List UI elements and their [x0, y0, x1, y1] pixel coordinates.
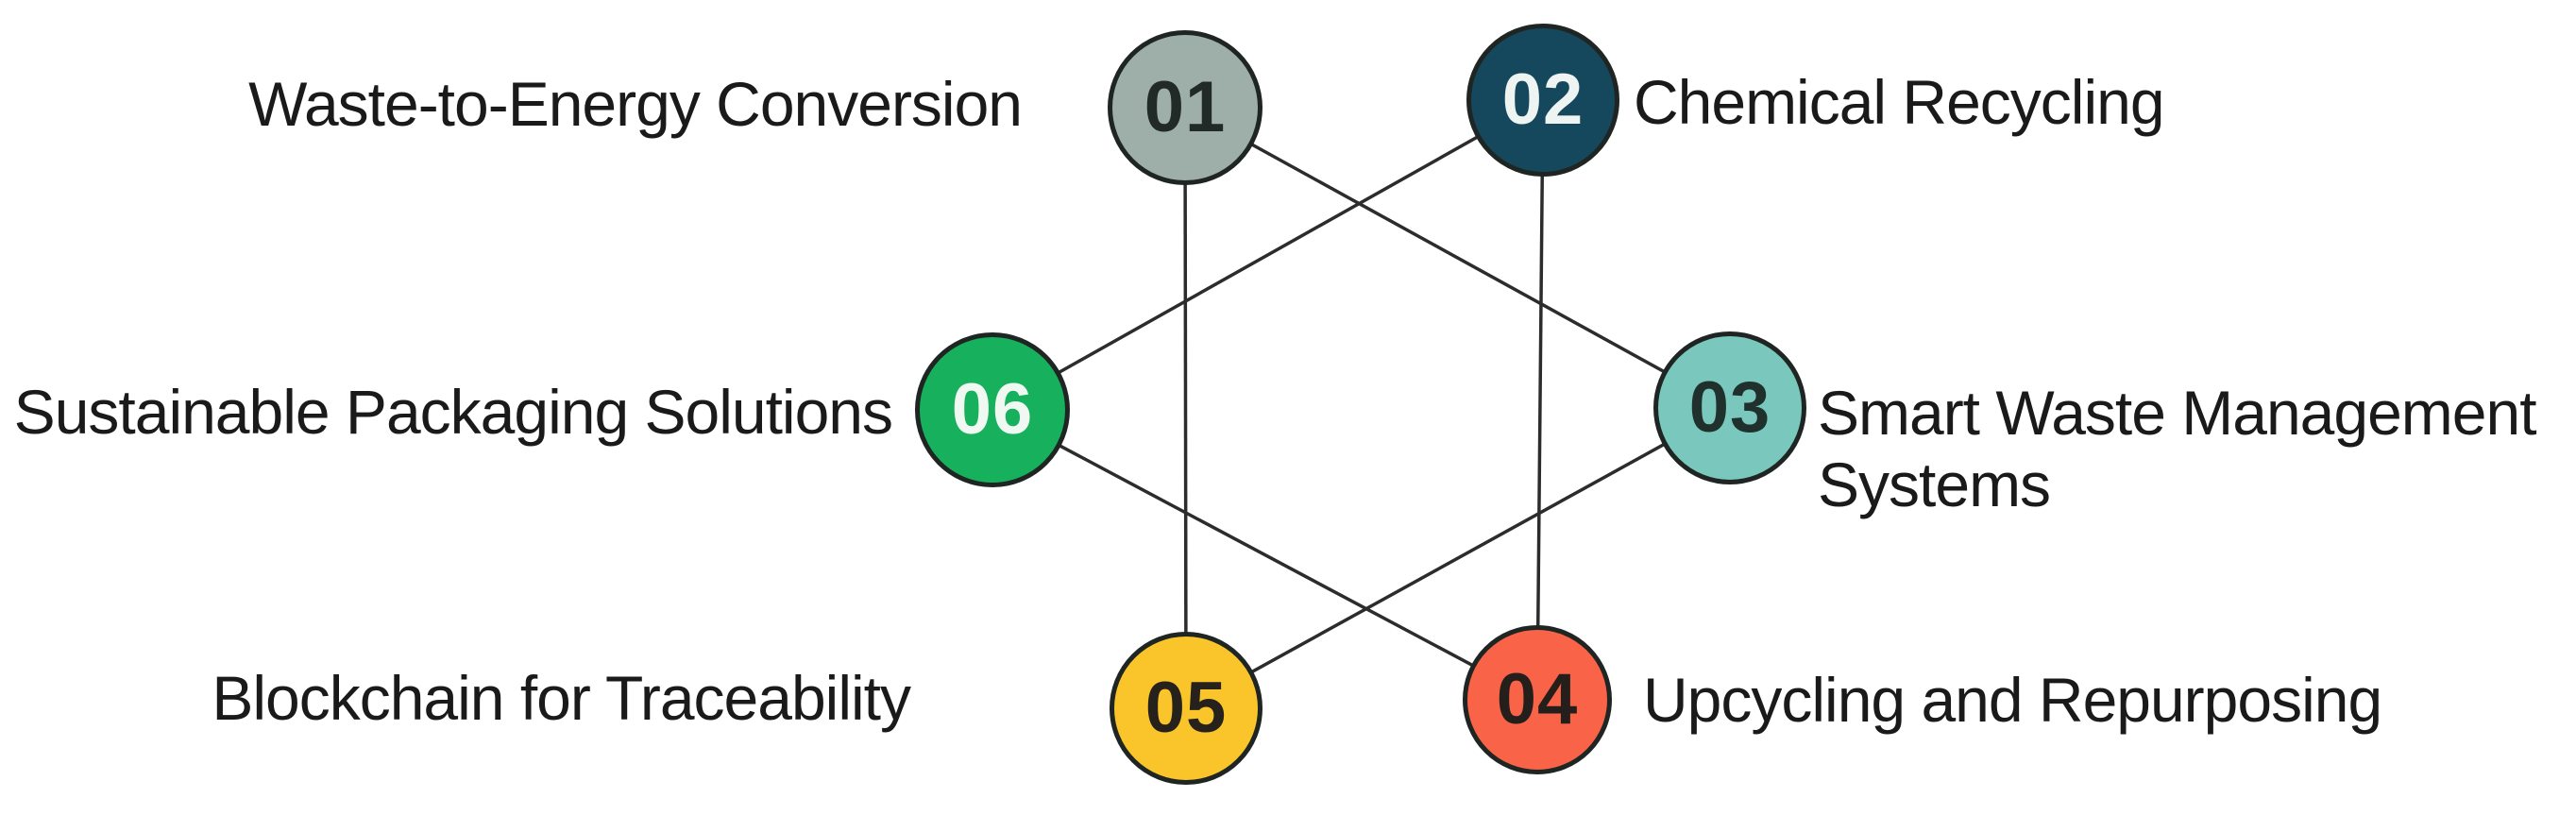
edge-line-02-04 — [1535, 99, 1545, 701]
edge-line-04-06 — [991, 408, 1538, 702]
node-circle-05: 05 — [1110, 632, 1263, 785]
node-label-05: Blockchain for Traceability — [212, 663, 911, 733]
node-label-04: Upcycling and Repurposing — [1643, 665, 2382, 735]
node-number-01: 01 — [1144, 67, 1227, 147]
node-label-03: Smart Waste Management Systems — [1818, 378, 2537, 519]
node-label-01: Waste-to-Energy Conversion — [248, 69, 1023, 139]
edge-line-06-02 — [991, 98, 1544, 412]
node-number-04: 04 — [1496, 659, 1579, 739]
node-circle-02: 02 — [1466, 24, 1619, 177]
node-circle-06: 06 — [915, 332, 1070, 487]
node-circle-04: 04 — [1463, 625, 1612, 774]
node-number-02: 02 — [1501, 59, 1585, 140]
node-number-03: 03 — [1688, 367, 1771, 448]
node-number-05: 05 — [1144, 668, 1228, 748]
edge-line-01-03 — [1184, 106, 1731, 410]
node-label-06: Sustainable Packaging Solutions — [13, 377, 893, 447]
node-number-06: 06 — [951, 369, 1034, 450]
node-label-02: Chemical Recycling — [1634, 67, 2165, 137]
edge-line-03-05 — [1185, 406, 1731, 710]
node-circle-01: 01 — [1108, 30, 1263, 185]
node-circle-03: 03 — [1653, 331, 1806, 484]
edge-line-05-01 — [1183, 107, 1188, 709]
